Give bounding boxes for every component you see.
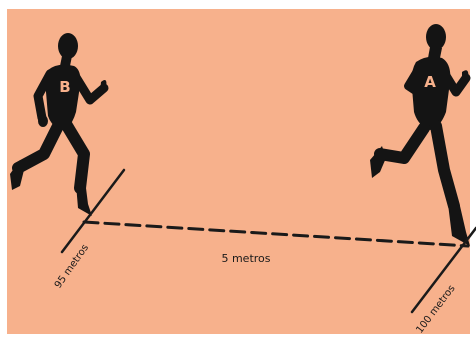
- label-5-metros: 5 metros: [221, 252, 270, 265]
- runner-b-letter: B: [59, 78, 70, 96]
- runner-a-letter: A: [424, 73, 436, 91]
